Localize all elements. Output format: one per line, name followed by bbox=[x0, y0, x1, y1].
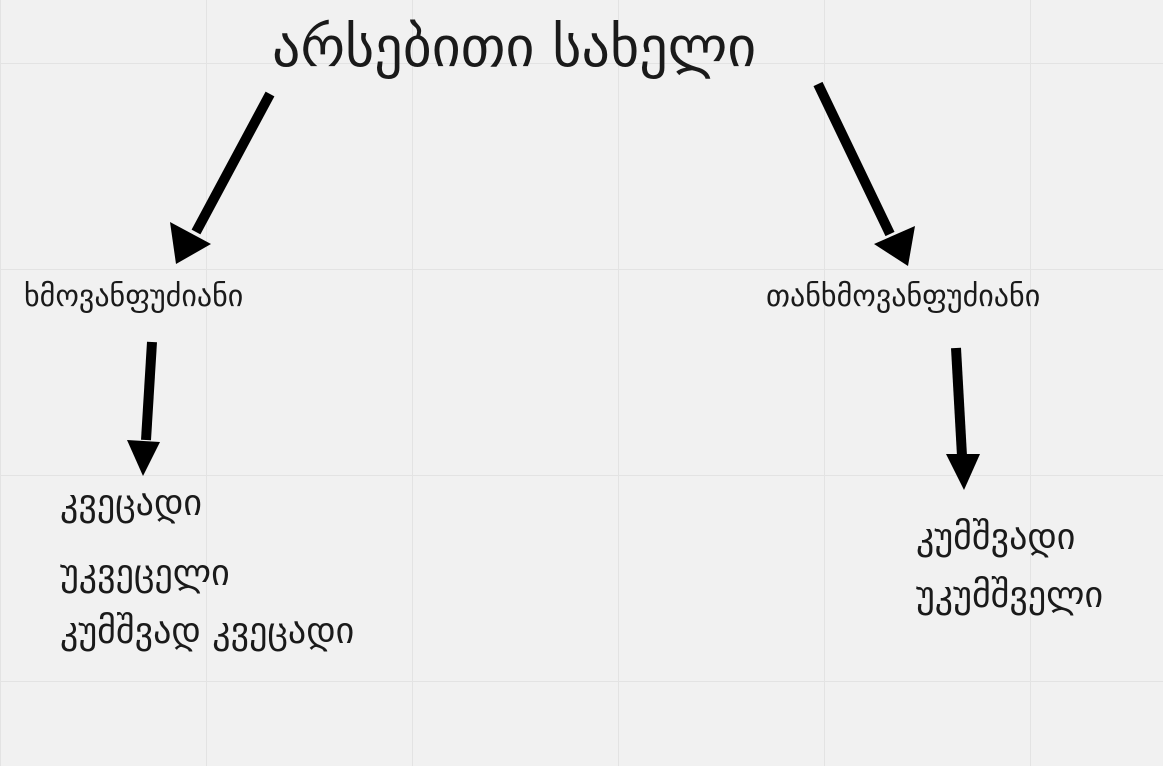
list-item: კუმშვადი bbox=[916, 517, 1076, 558]
arrow-right-to-items bbox=[946, 347, 980, 490]
arrow-left-to-items bbox=[127, 341, 160, 476]
list-item: კუმშვად კვეცადი bbox=[60, 611, 355, 652]
arrow-root-to-left bbox=[170, 91, 275, 264]
branch-node-vowel-stem: ხმოვანფუძიანი bbox=[24, 279, 244, 314]
arrow-root-to-right bbox=[813, 81, 915, 266]
list-item: კვეცადი bbox=[60, 483, 203, 524]
branch-node-consonant-stem: თანხმოვანფუძიანი bbox=[766, 279, 1041, 314]
root-node-title: არსებითი სახელი bbox=[272, 15, 757, 80]
list-item: უკუმშველი bbox=[916, 575, 1104, 616]
list-item: უკვეცელი bbox=[60, 553, 230, 594]
